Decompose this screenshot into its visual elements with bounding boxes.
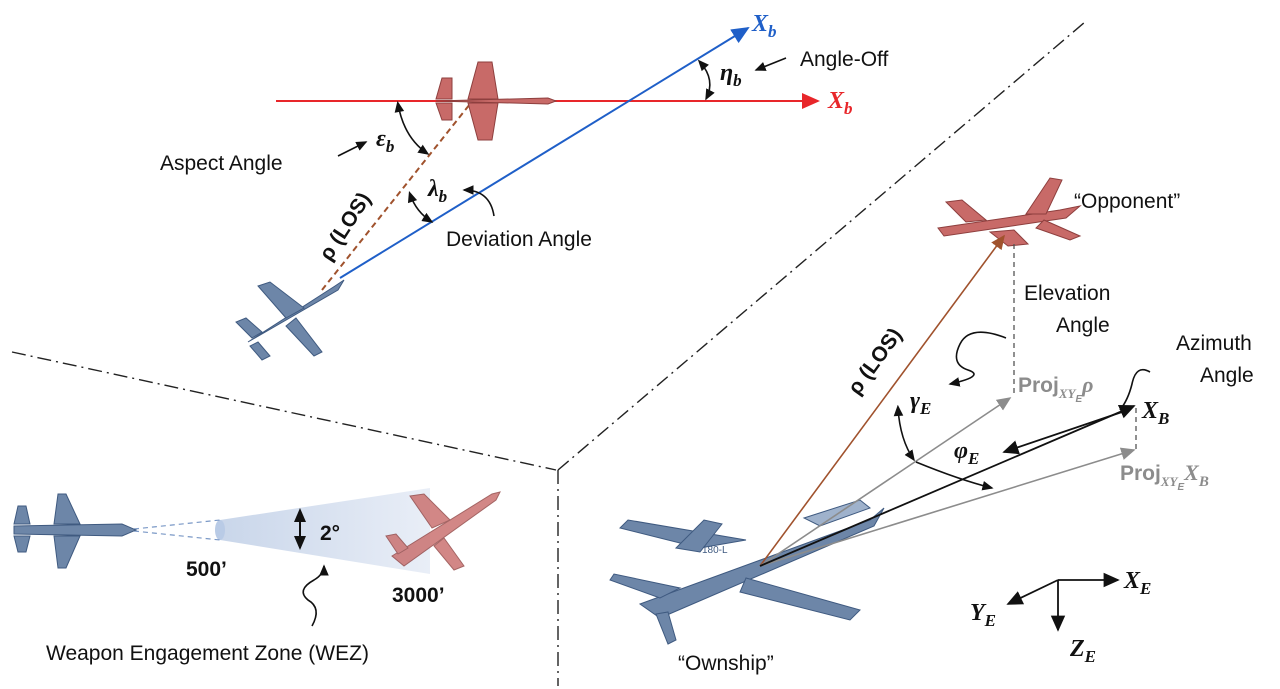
axis-ye — [1006, 579, 1059, 605]
axis-ze-label: ZE — [1069, 636, 1096, 666]
red-jet-top — [435, 61, 558, 141]
wez-label: Weapon Engagement Zone (WEZ) — [46, 642, 369, 665]
blue-jet-top — [235, 279, 345, 361]
blue-xb-label: Xb — [751, 11, 777, 41]
bottom-left-panel: 2° 500’ 3000’ Weapon Engagement Zone (WE… — [13, 488, 501, 665]
blue-jet-wez — [13, 493, 138, 569]
earth-frame-axes: XE YE ZE — [970, 568, 1151, 666]
los-label-right: ρ (LOS) — [843, 324, 906, 399]
epsilon-arc — [394, 100, 430, 155]
proj-rho-label: ProjXYEρ — [1018, 372, 1093, 405]
range-min-label: 500’ — [186, 558, 227, 581]
opponent-jet — [937, 177, 1082, 247]
proj-rho-line — [759, 397, 1012, 567]
phi-label: φE — [954, 438, 979, 468]
aspect-angle-label: Aspect Angle — [160, 152, 283, 175]
top-left-panel: Xb Xb ηb Angle-Off εb Aspect Angle λb De… — [160, 11, 888, 361]
wez-min-range-ellipse — [215, 520, 225, 540]
lambda-arc — [407, 190, 434, 223]
xb-label: XB — [1141, 398, 1169, 428]
proj-xb-line — [759, 447, 1136, 567]
divider-left-horizontal — [11, 351, 557, 471]
opponent-label: “Opponent” — [1074, 190, 1180, 213]
red-xb-label: Xb — [827, 88, 853, 118]
los-line-right — [759, 234, 1005, 567]
azimuth-label-line2: Angle — [1200, 364, 1254, 387]
elevation-label-line1: Elevation — [1024, 282, 1110, 305]
range-max-label: 3000’ — [392, 584, 445, 607]
azimuth-pointer — [1002, 411, 1123, 455]
ownship-jet — [609, 499, 885, 645]
azimuth-label-line1: Azimuth — [1176, 332, 1252, 355]
los-dashed-line — [321, 103, 471, 291]
divider-diagonal — [557, 21, 1086, 471]
degree-label: 2° — [320, 522, 340, 545]
los-label-top: ρ (LOS) — [315, 188, 376, 264]
angle-off-pointer — [754, 57, 787, 71]
section-dividers — [11, 21, 1086, 686]
deviation-angle-pointer — [462, 185, 495, 217]
gamma-arc — [893, 404, 915, 462]
ownship-label: “Ownship” — [678, 652, 774, 675]
deviation-angle-label: Deviation Angle — [446, 228, 592, 251]
lambda-label: λb — [427, 176, 447, 206]
red-jet-wez — [385, 491, 501, 571]
axis-xe-label: XE — [1123, 568, 1151, 598]
eta-label: ηb — [720, 60, 742, 90]
phi-arc — [915, 461, 994, 491]
wez-dash-upper — [133, 519, 221, 530]
blue-xb-axis — [339, 26, 750, 279]
azimuth-squiggle — [1119, 368, 1151, 411]
gamma-label: γE — [910, 388, 931, 418]
wez-dash-lower — [133, 530, 221, 541]
epsilon-label: εb — [376, 126, 394, 156]
elevation-pointer — [948, 331, 1007, 387]
xb-body-line — [759, 405, 1136, 567]
wez-cone — [220, 488, 430, 574]
right-panel: “Opponent” 180-L “Ownship” ρ (LOS) — [609, 177, 1254, 675]
proj-xb-label: ProjXYEXB — [1120, 460, 1209, 493]
angle-off-label: Angle-Off — [800, 48, 888, 71]
wez-squiggle-pointer — [302, 564, 329, 627]
elevation-label-line2: Angle — [1056, 314, 1110, 337]
jet-decal: 180-L — [702, 545, 728, 556]
aspect-angle-pointer — [337, 141, 368, 157]
axis-ye-label: YE — [970, 600, 996, 630]
eta-arc — [697, 59, 715, 101]
